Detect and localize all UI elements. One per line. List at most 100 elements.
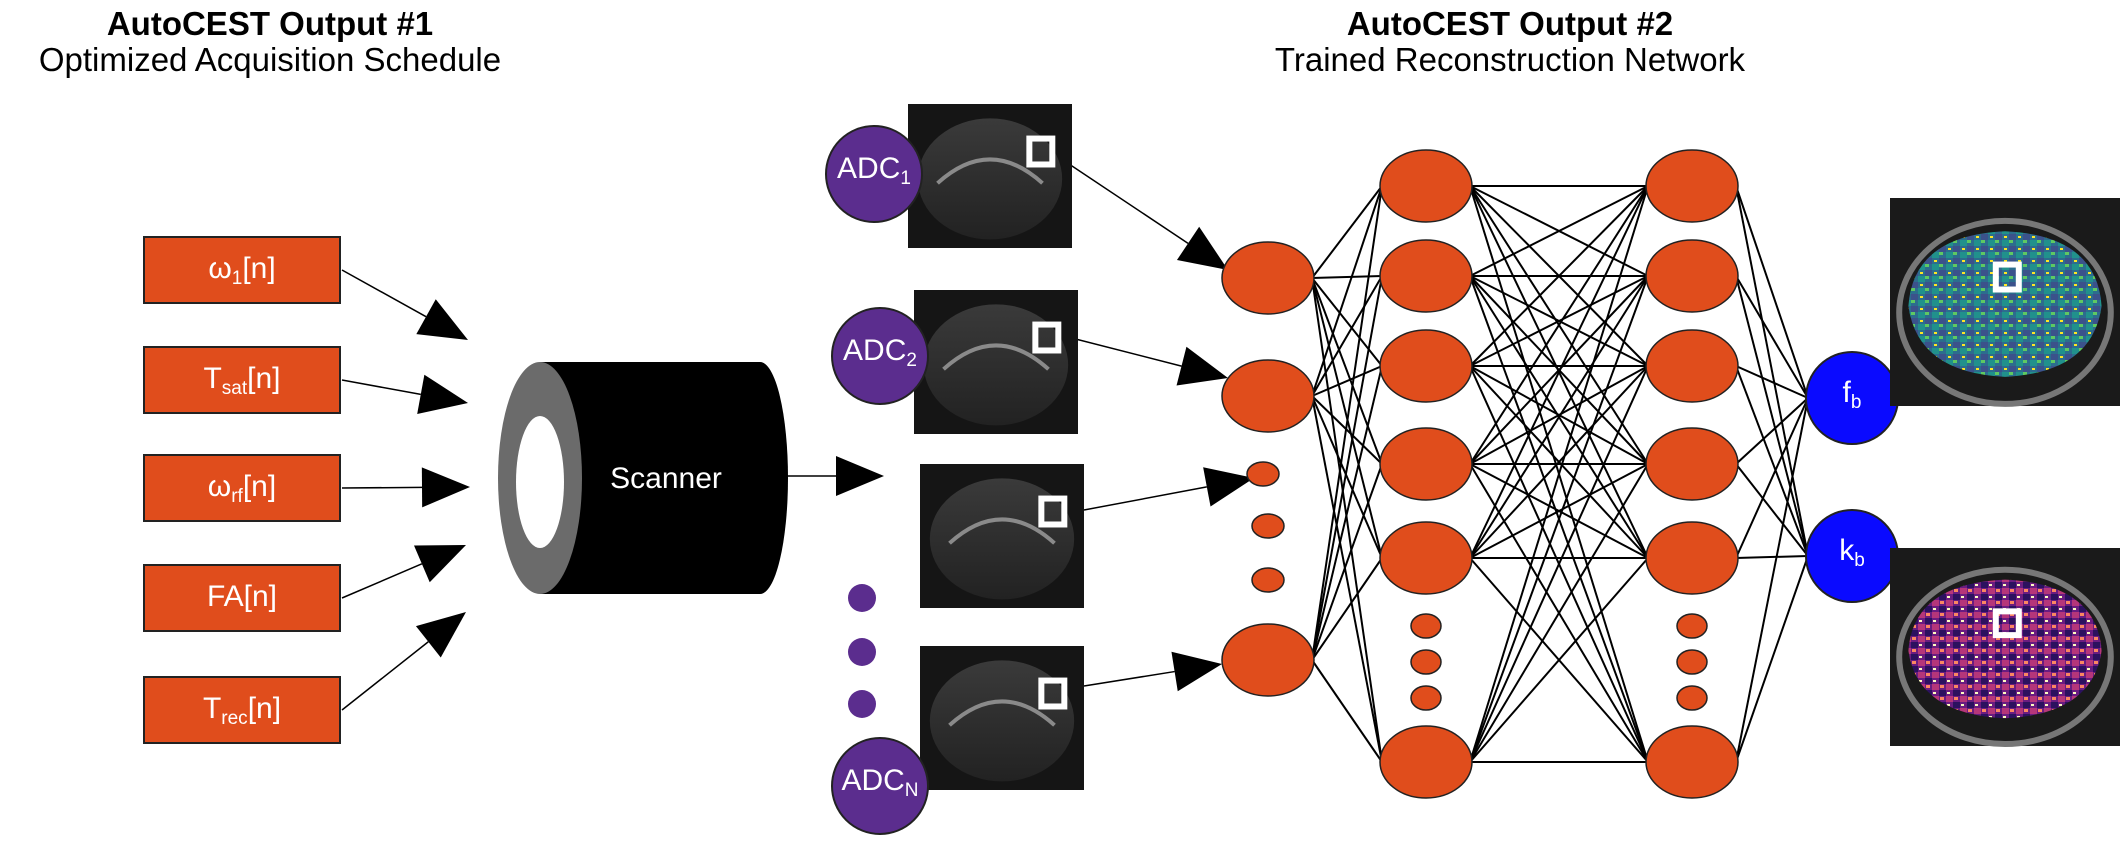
param-label-base: T [203,362,221,395]
image-to-input-arrow-head [1176,346,1228,386]
param-box [143,564,341,632]
roi-box [1992,608,2022,639]
roi-box [1026,135,1056,168]
mri-structure [948,517,1056,545]
adc-label-sub: N [905,780,919,801]
map-skull [1896,566,2114,748]
hidden-neuron [1379,149,1473,223]
hidden-ellipsis-dot [1676,685,1708,711]
param-arrow-line [341,379,421,396]
hidden-to-output-line [1735,365,1809,557]
image-to-input-arrow-head [1203,467,1254,507]
roi-box [1038,495,1068,528]
mri-structure [936,157,1044,185]
mri-brain [917,118,1063,240]
param-box [143,236,341,304]
param-arrow-head [414,545,466,583]
hidden-to-hidden-line [1469,185,1649,367]
input-to-hidden-line [1311,365,1383,661]
adc-circle [831,737,929,835]
input-to-hidden-line [1311,395,1383,465]
output-label: fb [1843,376,1862,413]
scanner-label: Scanner [610,462,722,495]
hidden-to-hidden-line [1469,463,1649,559]
hidden-ellipsis-dot [1676,649,1708,675]
param-arrow-line [341,486,423,489]
hidden-ellipsis-dot [1676,613,1708,639]
hidden-to-output-line [1735,185,1809,557]
param-arrow-line [341,563,423,599]
hidden-neuron [1645,521,1739,595]
hidden-to-hidden-line [1469,557,1649,763]
param-label-base: FA[n] [207,580,277,613]
param-label-suffix: [n] [242,252,275,285]
param-label: ωrf[n] [208,470,276,507]
hidden-to-output-line [1735,275,1809,399]
scanner [498,362,788,594]
mri-image [908,104,1072,248]
hidden-to-hidden-line [1469,463,1649,763]
map-brain [1908,231,2102,377]
hidden-ellipsis-dot [1410,649,1442,675]
param-label-suffix: [n] [248,692,281,725]
hidden-to-output-line [1735,397,1809,763]
hidden-neuron [1379,329,1473,403]
fb-parameter-map [1890,198,2120,407]
input-neuron [1221,241,1315,315]
input-neuron [1221,359,1315,433]
roi-box [1038,677,1068,710]
hidden-neuron [1379,239,1473,313]
scanner-arrow-head [836,456,884,496]
input-to-hidden-line [1311,557,1383,661]
mri-image [914,290,1078,434]
hidden-to-hidden-line [1469,185,1649,465]
adc-label-sub: 2 [906,350,917,371]
param-arrow-line [341,641,429,711]
mri-brain [929,478,1075,600]
hidden-neuron [1379,427,1473,501]
hidden-to-hidden-line [1469,185,1649,559]
adc-ellipsis-dot [848,584,876,612]
input-to-hidden-line [1311,277,1383,367]
scanner-bore [516,416,564,548]
map-skull [1896,217,2114,407]
adc-circle [831,307,929,405]
header-right-title: AutoCEST Output #2 [1346,5,1674,42]
hidden-neuron [1645,149,1739,223]
param-label: Trec[n] [203,692,281,729]
header-left-subtitle: Optimized Acquisition Schedule [38,41,502,78]
image-to-input-arrow-line [1083,486,1207,511]
hidden-to-hidden-line [1469,365,1649,763]
output-label: kb [1839,534,1865,571]
hidden-neuron [1645,427,1739,501]
roi-box [1032,321,1062,354]
param-label-sub: rf [231,486,243,507]
param-label-sub: sat [222,378,248,399]
adc-ellipsis-dot [848,690,876,718]
map-brain [1908,579,2102,719]
hidden-neuron [1645,239,1739,313]
param-arrow-line [341,269,427,318]
input-to-hidden-line [1311,185,1383,279]
header-right-subtitle: Trained Reconstruction Network [1274,41,1746,78]
header-right: AutoCEST Output #2 Trained Reconstructio… [1230,6,1790,78]
adc-label: ADCN [841,764,918,801]
input-to-hidden-line [1311,277,1383,465]
param-label-sub: 1 [232,268,243,289]
param-box [143,454,341,522]
param-label-base: ω [208,252,231,285]
roi-box [1992,261,2022,293]
image-to-input-arrow-head [1171,651,1222,692]
scanner-body [540,362,774,594]
input-to-hidden-line [1311,659,1383,763]
input-ellipsis-dot [1246,461,1280,487]
hidden-to-output-line [1735,397,1809,465]
input-to-hidden-line [1311,395,1383,763]
image-to-input-arrow-head [1176,226,1228,270]
param-label-sub: rec [221,708,247,729]
adc-label-base: ADC [837,152,900,185]
hidden-to-output-line [1735,555,1809,763]
adc-label-base: ADC [843,334,906,367]
input-ellipsis-dot [1251,513,1285,539]
mri-structure [948,699,1056,727]
